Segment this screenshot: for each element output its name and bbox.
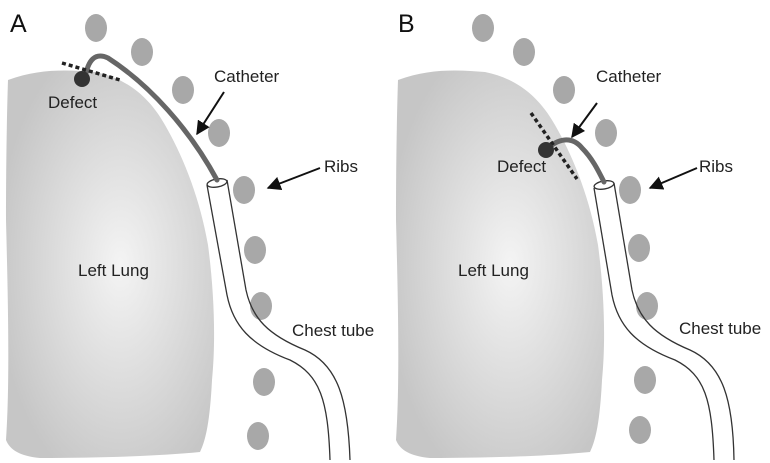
panel-letter-a: A xyxy=(10,12,27,37)
catheter-label-b: Catheter xyxy=(596,68,661,85)
rib-a-7 xyxy=(250,292,272,320)
rib-a-4 xyxy=(208,119,230,147)
ribs-label-b: Ribs xyxy=(699,158,733,175)
catheter-arrow-b xyxy=(572,103,597,137)
left-lung-label-b: Left Lung xyxy=(458,262,529,279)
panel-letter-b: B xyxy=(398,12,415,37)
rib-b-9 xyxy=(629,416,651,444)
panel-b xyxy=(396,14,734,460)
defect-b xyxy=(538,142,554,158)
defect-label-a: Defect xyxy=(48,94,97,111)
ribs-label-a: Ribs xyxy=(324,158,358,175)
rib-b-8 xyxy=(634,366,656,394)
chest-tube-label-b: Chest tube xyxy=(679,320,761,337)
catheter-label-a: Catheter xyxy=(214,68,279,85)
rib-b-6 xyxy=(628,234,650,262)
defect-a xyxy=(74,71,90,87)
rib-b-5 xyxy=(619,176,641,204)
chest-tube-a xyxy=(206,177,350,460)
rib-a-6 xyxy=(244,236,266,264)
panel-a xyxy=(6,14,350,460)
defect-label-b: Defect xyxy=(497,158,546,175)
rib-a-5 xyxy=(233,176,255,204)
rib-a-9 xyxy=(247,422,269,450)
rib-b-2 xyxy=(513,38,535,66)
chest-tube-label-a: Chest tube xyxy=(292,322,374,339)
rib-a-3 xyxy=(172,76,194,104)
rib-b-1 xyxy=(472,14,494,42)
rib-a-2 xyxy=(131,38,153,66)
left-lung-label-a: Left Lung xyxy=(78,262,149,279)
ribs-arrow-b xyxy=(650,168,697,188)
rib-b-7 xyxy=(636,292,658,320)
rib-a-1 xyxy=(85,14,107,42)
rib-b-4 xyxy=(595,119,617,147)
rib-b-3 xyxy=(553,76,575,104)
rib-a-8 xyxy=(253,368,275,396)
ribs-arrow-a xyxy=(268,168,320,188)
